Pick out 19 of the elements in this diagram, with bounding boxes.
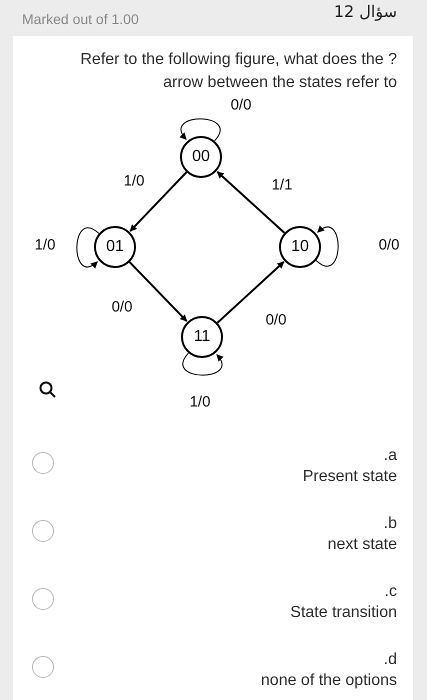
option-text: next state [328,535,397,555]
transition-arrow [128,261,188,322]
option-text: State transition [290,603,397,623]
option-letter: .a [384,446,397,466]
marks-text: Marked out of 1.00 [22,10,139,29]
option-letter: .c [384,582,397,602]
transition-arrow [129,172,188,232]
transition-arrow [216,261,284,324]
option-text: Present state [302,467,397,487]
transition-arrow [216,171,286,234]
option-text: none of the options [260,671,397,691]
question-text: Refer to the following figure, what does the ?arrow between the states refer to [79,50,397,93]
option-letter: .d [384,650,397,670]
self-loop-arrow [76,227,100,268]
question-number: سؤال 12 [334,1,397,23]
option-letter: .b [384,514,397,534]
self-loop-arrow [180,118,221,142]
self-loop-arrow [316,226,339,267]
self-loop-arrow [182,352,224,376]
